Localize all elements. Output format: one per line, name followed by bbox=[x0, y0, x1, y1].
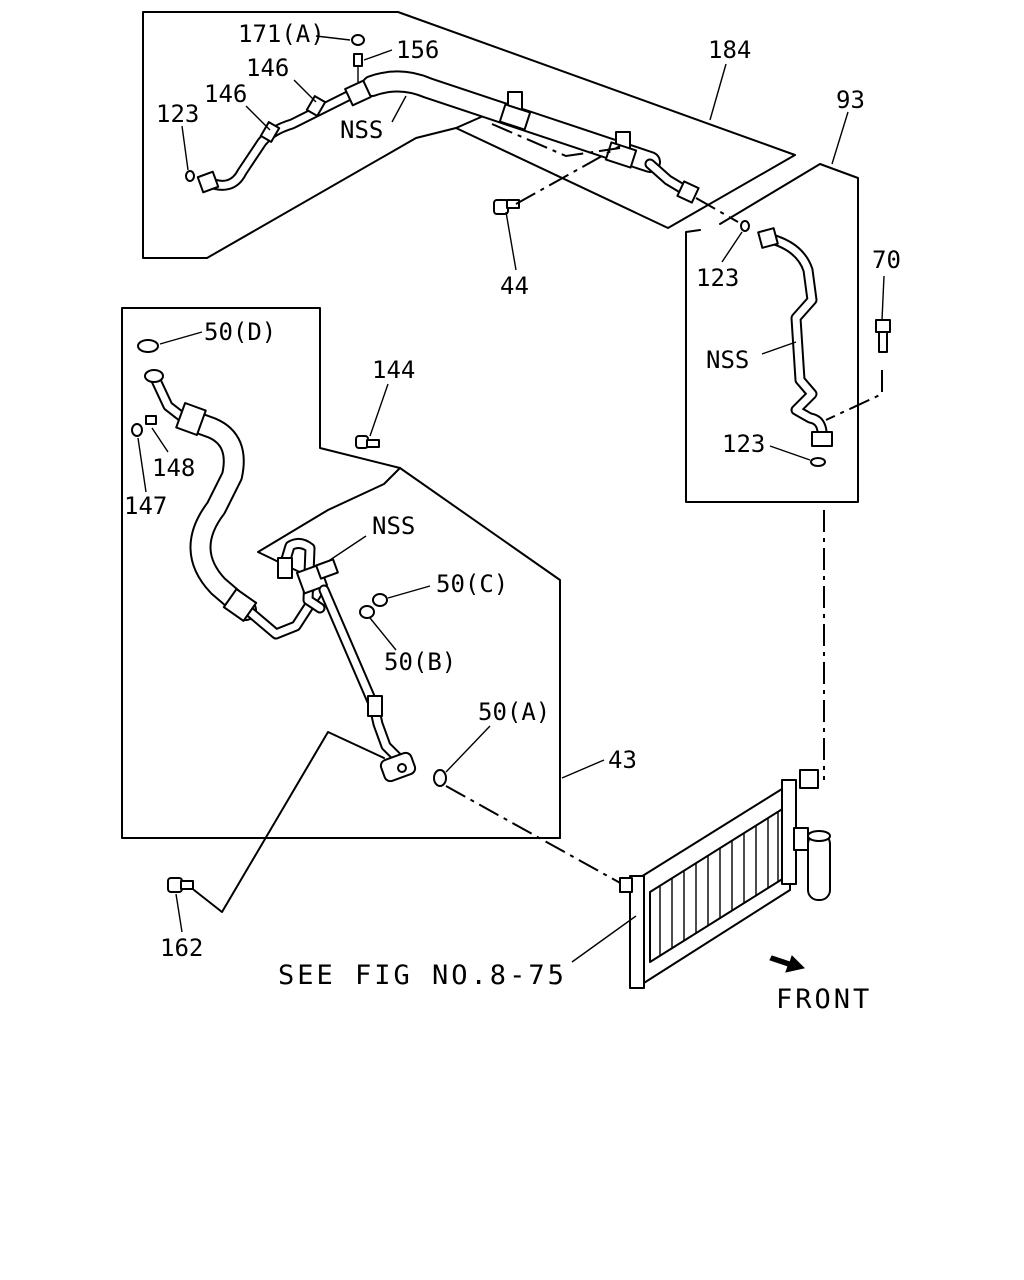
label-123-a: 123 bbox=[156, 100, 199, 128]
label-123-c: 123 bbox=[722, 430, 765, 458]
label-nss-top: NSS bbox=[340, 116, 383, 144]
front-arrow-icon bbox=[769, 955, 805, 973]
label-44: 44 bbox=[500, 272, 529, 300]
label-147: 147 bbox=[124, 492, 167, 520]
label-nss-mid: NSS bbox=[372, 512, 415, 540]
bolt-44 bbox=[493, 199, 520, 215]
bolt-162 bbox=[167, 877, 194, 893]
label-144: 144 bbox=[372, 356, 415, 384]
pipe184-to-93-guide bbox=[695, 197, 739, 223]
label-nss-right: NSS bbox=[706, 346, 749, 374]
bolt-44-guide bbox=[515, 145, 621, 205]
label-93: 93 bbox=[836, 86, 865, 114]
label-70: 70 bbox=[872, 246, 901, 274]
label-50c: 50(C) bbox=[436, 570, 508, 598]
label-184: 184 bbox=[708, 36, 751, 64]
label-123-b: 123 bbox=[696, 264, 739, 292]
leader-lines bbox=[137, 35, 885, 963]
hose-bracket-guide bbox=[491, 123, 621, 158]
bolt-144 bbox=[355, 435, 380, 449]
discharge-hose-43 bbox=[131, 369, 417, 783]
group43-to-condenser-guide bbox=[445, 785, 623, 885]
label-50d: 50(D) bbox=[204, 318, 276, 346]
label-43: 43 bbox=[608, 746, 637, 774]
label-50b: 50(B) bbox=[384, 648, 456, 676]
label-148: 148 bbox=[152, 454, 195, 482]
liquid-pipe-93 bbox=[740, 220, 833, 467]
front-label: FRONT bbox=[776, 984, 872, 1015]
o-rings-43 bbox=[137, 339, 447, 787]
label-156: 156 bbox=[396, 36, 439, 64]
bolt-70 bbox=[875, 319, 891, 353]
bolt-162-leader bbox=[193, 731, 385, 913]
bolt-70-guide bbox=[825, 370, 883, 421]
label-146-a: 146 bbox=[246, 54, 289, 82]
label-146-b: 146 bbox=[204, 80, 247, 108]
see-fig-reference: SEE FIG NO.8-75 bbox=[278, 960, 567, 991]
label-171a: 171(A) bbox=[238, 20, 325, 48]
group-93-outline bbox=[685, 163, 859, 503]
condenser bbox=[619, 769, 831, 989]
label-162: 162 bbox=[160, 934, 203, 962]
group-184-outline bbox=[142, 11, 796, 259]
group-43-outline bbox=[121, 307, 561, 839]
label-50a: 50(A) bbox=[478, 698, 550, 726]
